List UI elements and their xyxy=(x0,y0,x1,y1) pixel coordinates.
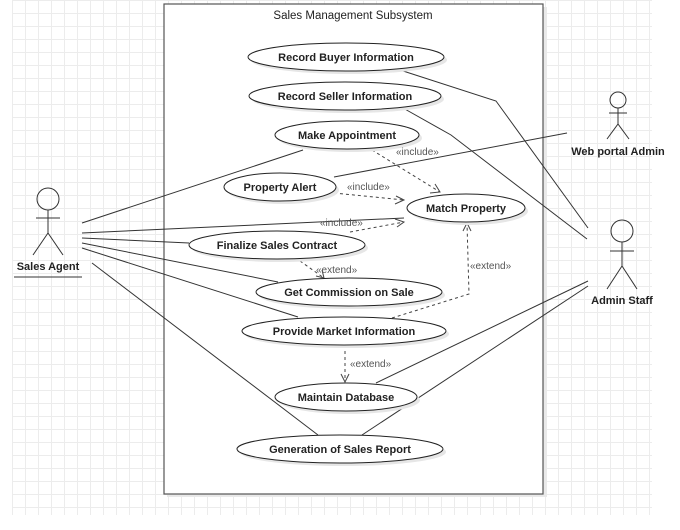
assoc-admin-staff-record-seller[interactable] xyxy=(402,107,588,240)
use-case-maintain-database[interactable]: Maintain Database xyxy=(274,382,420,414)
assoc-sales-agent-provide-market-info[interactable] xyxy=(81,247,299,318)
actor-admin-staff[interactable]: Admin Staff xyxy=(591,219,653,307)
arrowhead-icon xyxy=(394,195,406,205)
system-boundary-title: Sales Management Subsystem xyxy=(273,10,432,22)
assoc-web-portal-admin-property-alert[interactable] xyxy=(333,132,568,178)
use-case-label: Property Alert xyxy=(244,182,317,194)
use-case-label: Generation of Sales Report xyxy=(269,444,411,456)
assoc-sales-agent-match-property[interactable] xyxy=(81,217,405,234)
use-case-record-buyer[interactable]: Record Buyer Information xyxy=(247,42,447,74)
extend-label: «extend» xyxy=(350,359,392,370)
use-case-label: Provide Market Information xyxy=(273,326,416,338)
assoc-sales-agent-get-commission[interactable] xyxy=(81,242,279,283)
include-make-appointment-match-property[interactable] xyxy=(371,149,441,193)
use-case-label: Get Commission on Sale xyxy=(284,287,414,299)
assoc-admin-staff-record-buyer[interactable] xyxy=(399,69,589,229)
arrowhead-icon xyxy=(429,183,441,194)
assoc-admin-staff-maintain-database[interactable] xyxy=(375,280,589,384)
use-case-label: Match Property xyxy=(426,203,507,215)
include-label: «include» xyxy=(320,218,363,229)
stick-figure-icon xyxy=(606,91,630,140)
use-case-provide-market-info[interactable]: Provide Market Information xyxy=(241,316,449,348)
actor-sales-agent[interactable]: Sales Agent xyxy=(14,187,82,278)
extend-label: «extend» xyxy=(316,265,358,276)
use-case-label: Make Appointment xyxy=(298,130,396,142)
arrowhead-icon xyxy=(394,218,406,228)
assoc-admin-staff-generate-report[interactable] xyxy=(361,285,589,436)
arrowhead-icon xyxy=(340,373,350,384)
include-label: «include» xyxy=(347,182,390,193)
actor-label: Sales Agent xyxy=(17,261,80,273)
use-case-make-appointment[interactable]: Make Appointment xyxy=(274,120,422,152)
include-label: «include» xyxy=(396,147,439,158)
use-case-label: Record Seller Information xyxy=(278,91,413,103)
extend-label: «extend» xyxy=(470,261,512,272)
assoc-sales-agent-generate-report[interactable] xyxy=(91,262,319,436)
assoc-sales-agent-finalize-contract[interactable] xyxy=(81,237,190,244)
extend-finalize-contract-get-commission[interactable] xyxy=(299,260,325,279)
use-case-get-commission[interactable]: Get Commission on Sale xyxy=(255,277,445,309)
use-case-label: Maintain Database xyxy=(298,392,395,404)
actor-web-portal-admin[interactable]: Web portal Admin xyxy=(571,91,665,158)
use-case-label: Finalize Sales Contract xyxy=(217,240,338,252)
use-case-finalize-contract[interactable]: Finalize Sales Contract xyxy=(188,230,368,262)
use-case-record-seller[interactable]: Record Seller Information xyxy=(248,81,444,113)
use-case-property-alert[interactable]: Property Alert xyxy=(223,172,339,204)
stick-figure-icon xyxy=(606,219,638,290)
use-case-generate-report[interactable]: Generation of Sales Report xyxy=(236,434,446,466)
assoc-sales-agent-make-appointment[interactable] xyxy=(81,149,304,224)
associations xyxy=(81,69,589,436)
actor-label: Web portal Admin xyxy=(571,146,665,158)
extend-provide-market-info-match-property[interactable] xyxy=(391,222,470,319)
dependencies: «include» «include» «include» «extend» «… xyxy=(299,147,512,384)
actor-label: Admin Staff xyxy=(591,295,653,307)
stick-figure-icon xyxy=(32,187,64,256)
use-case-label: Record Buyer Information xyxy=(278,52,414,64)
use-case-match-property[interactable]: Match Property xyxy=(406,193,528,225)
